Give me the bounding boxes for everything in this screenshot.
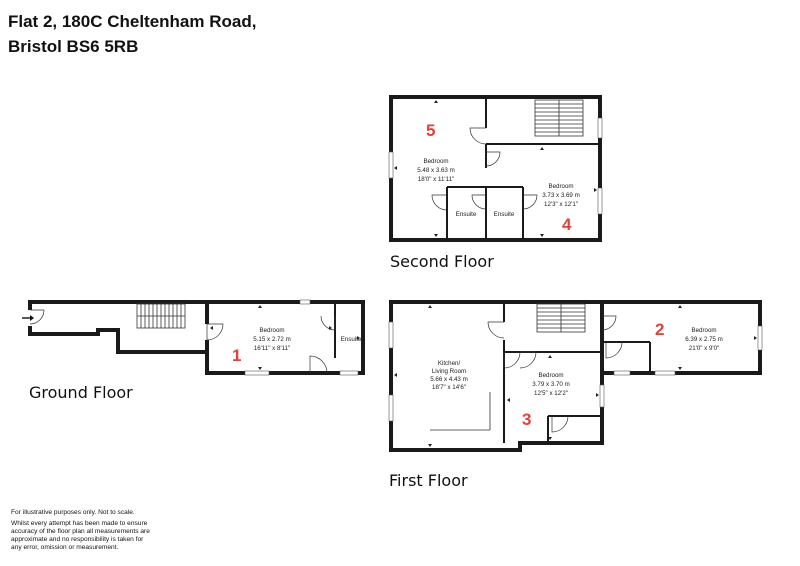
bedroom-5-imperial: 18'0" x 11'11" xyxy=(418,176,454,183)
window xyxy=(654,370,676,376)
bedroom-3-imperial: 12'5" x 12'2" xyxy=(534,390,568,397)
window xyxy=(597,117,603,139)
disclaimer-line-4: approximate and no responsibility is tak… xyxy=(11,536,144,543)
first-floor-label: First Floor xyxy=(389,471,468,490)
door xyxy=(469,127,487,145)
kitchen-name-line-1: Kitchen/ xyxy=(438,360,461,367)
ensuite-left-name: Ensuite xyxy=(456,211,477,218)
window xyxy=(757,325,763,351)
disclaimer-line-2: Whilst every attempt has been made to en… xyxy=(11,520,148,527)
room-number-4: 4 xyxy=(562,215,572,234)
room-number-3: 3 xyxy=(522,410,531,429)
window xyxy=(599,384,605,408)
room-number-5: 5 xyxy=(426,121,435,140)
address-line-1: Flat 2, 180C Cheltenham Road, xyxy=(8,12,256,31)
window xyxy=(613,370,631,376)
second-floor-label: Second Floor xyxy=(390,252,494,271)
bedroom-2-name: Bedroom xyxy=(691,327,716,334)
bedroom-4-metric: 3.73 x 3.69 m xyxy=(542,192,580,199)
disclaimer-line-5: any error, omission or measurement. xyxy=(11,544,119,551)
bedroom-3-name: Bedroom xyxy=(538,372,563,379)
bedroom-1-name: Bedroom xyxy=(259,327,284,334)
disclaimer: For illustrative purposes only. Not to s… xyxy=(11,509,150,551)
window xyxy=(597,187,603,215)
window xyxy=(299,299,311,305)
bedroom-4-name: Bedroom xyxy=(548,183,573,190)
window xyxy=(388,151,394,179)
bedroom-1-metric: 5.15 x 2.72 m xyxy=(253,336,291,343)
disclaimer-line-1: For illustrative purposes only. Not to s… xyxy=(11,509,135,516)
disclaimer-line-3: accuracy of the floor plan all measureme… xyxy=(11,528,150,535)
bedroom-2-imperial: 21'0" x 9'0" xyxy=(689,345,720,352)
ensuite-right-name: Ensuite xyxy=(494,211,515,218)
address-line-2: Bristol BS6 5RB xyxy=(8,37,138,56)
staircase xyxy=(534,99,584,137)
bedroom-1-imperial: 16'11" x 8'11" xyxy=(254,345,290,352)
kitchen-imperial: 18'7" x 14'6" xyxy=(432,384,466,391)
second-floor-plan: 5 Bedroom 5.48 x 3.63 m 18'0" x 11'11" B… xyxy=(388,95,603,242)
ground-floor-hall-outline xyxy=(28,300,209,354)
window xyxy=(388,321,394,349)
staircase xyxy=(536,303,586,333)
door xyxy=(522,194,538,210)
ground-floor-label: Ground Floor xyxy=(29,383,133,402)
first-floor-bedroom-2-outline xyxy=(600,300,762,375)
bedroom-2-metric: 6.39 x 2.75 m xyxy=(685,336,723,343)
entrance-arrow-icon xyxy=(22,315,34,321)
bedroom-3-metric: 3.79 x 3.70 m xyxy=(532,381,570,388)
ground-floor-plan: Bedroom 5.15 x 2.72 m 16'11" x 8'11" 1 E… xyxy=(22,299,365,376)
first-floor-plan: Kitchen/ Living Room 5.66 x 4.43 m 18'7"… xyxy=(388,300,763,452)
door xyxy=(485,151,501,167)
room-number-1: 1 xyxy=(232,346,241,365)
kitchen-metric: 5.66 x 4.43 m xyxy=(430,376,468,383)
window xyxy=(244,370,270,376)
room-number-2: 2 xyxy=(655,320,664,339)
bedroom-5-metric: 5.48 x 3.63 m xyxy=(417,167,455,174)
door xyxy=(471,194,487,210)
window xyxy=(388,394,394,422)
bedroom-5-name: Bedroom xyxy=(423,158,448,165)
kitchen-name-line-2: Living Room xyxy=(432,368,466,375)
ensuite-ground-name: Ensuite xyxy=(341,336,362,343)
staircase xyxy=(136,303,186,329)
window xyxy=(339,370,359,376)
door xyxy=(431,194,448,211)
bedroom-4-imperial: 12'3" x 12'1" xyxy=(544,201,578,208)
